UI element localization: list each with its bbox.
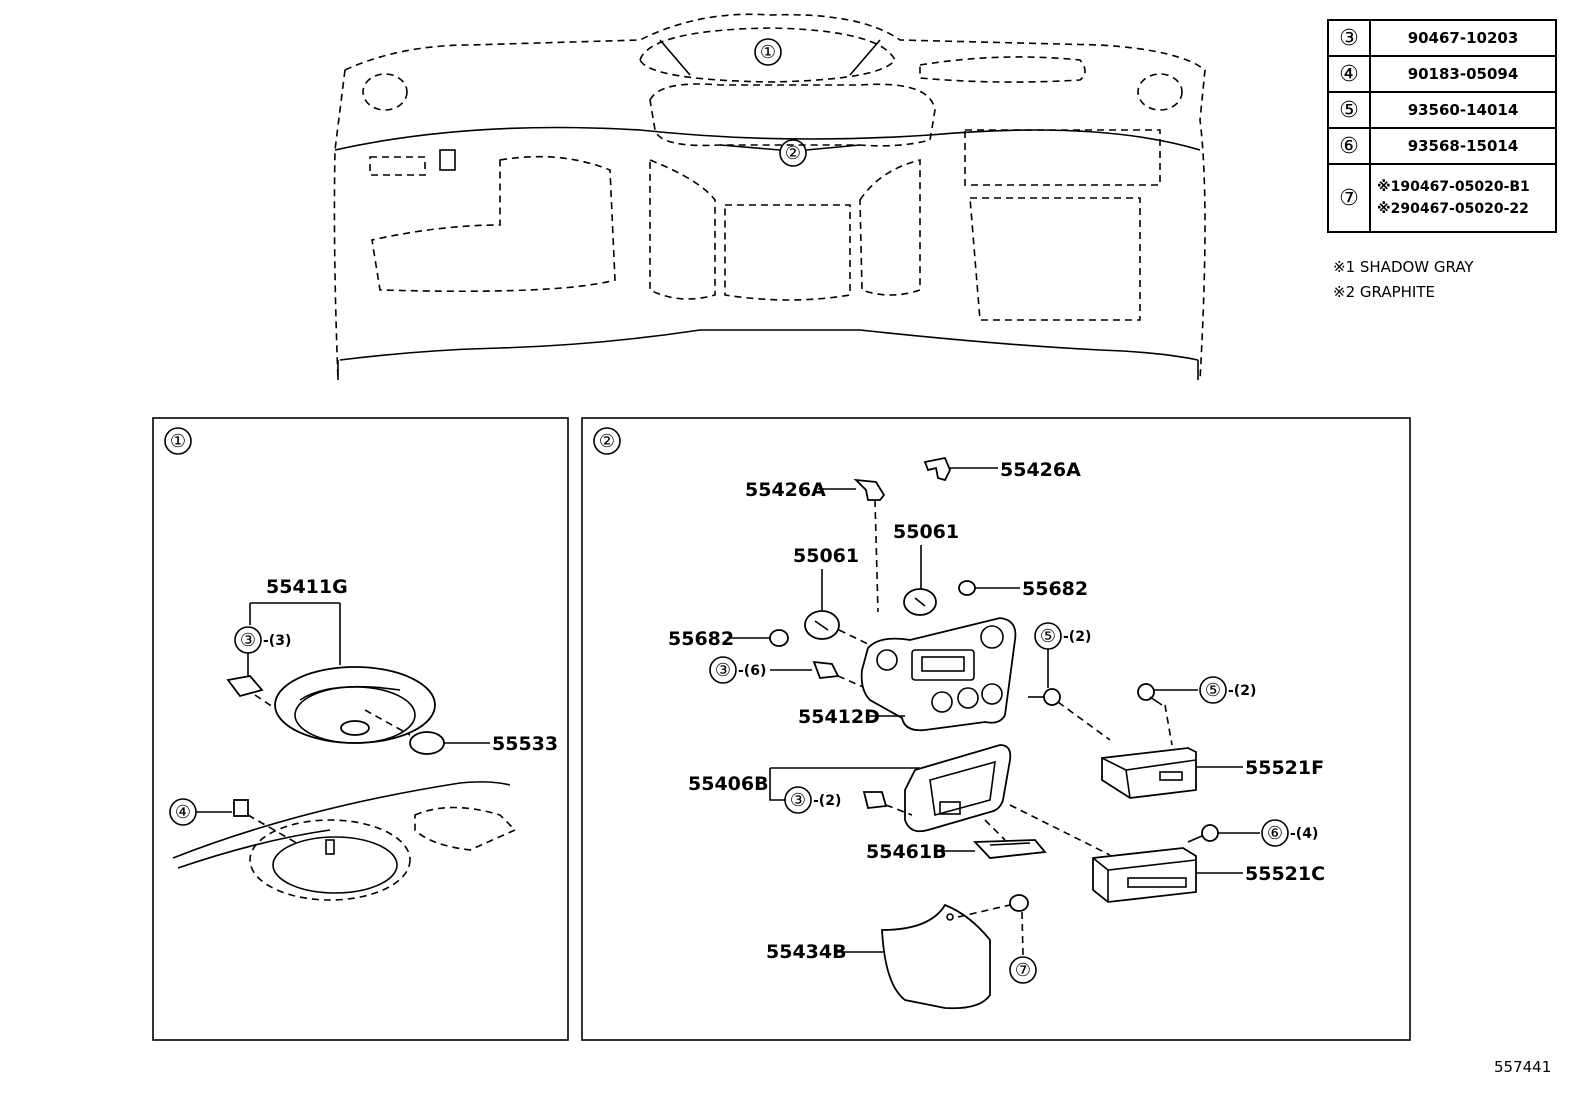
cap-55533 [409, 731, 445, 755]
table-part-number-cell: 90183-05094 [1369, 55, 1557, 93]
cover-55434B [881, 903, 991, 1010]
overview-callout-1: ① [760, 42, 776, 63]
ref-3-circle-a: ③ [715, 660, 731, 681]
bracket-55426A-right [923, 456, 951, 482]
instrument-panel-overview: ① ② [333, 13, 1206, 381]
part-label-55061-left: 55061 [793, 545, 859, 567]
table-part-number-cell: ※190467-05020-B1 ※290467-05020-22 [1369, 163, 1557, 233]
part-label-55412D: 55412D [798, 706, 880, 728]
parts-table: ③ 90467-10203 ④ 90183-05094 ⑤ 93560-1401… [1327, 19, 1557, 233]
dash-section-panel1 [172, 781, 517, 901]
bracket-55426A-left [853, 478, 886, 501]
table-ref-cell: ④ [1327, 55, 1371, 93]
ref-3-qty-b: -(2) [813, 793, 841, 809]
table-row: ⑦ ※190467-05020-B1 ※290467-05020-22 [1327, 163, 1557, 233]
ref-3-circle-panel1: ③ [240, 630, 256, 651]
screw-ref6 [1187, 824, 1219, 843]
ref-6-qty: -(4) [1290, 826, 1318, 842]
part-label-55434B: 55434B [766, 941, 847, 963]
color-legend-2: ※2 GRAPHITE [1333, 283, 1435, 301]
ref-3-circle-b: ③ [790, 790, 806, 811]
knob-55682-right [958, 580, 976, 596]
part-label-55426A-right: 55426A [1000, 459, 1081, 481]
ref-5-circle-b: ⑤ [1205, 680, 1221, 701]
table-part-number-cell: 93568-15014 [1369, 127, 1557, 165]
part-label-55411G: 55411G [266, 576, 348, 598]
ref-5-qty-a: -(2) [1063, 629, 1091, 645]
panel-2-frame [581, 417, 1411, 1041]
table-part-number-cell: 90467-10203 [1369, 19, 1557, 57]
part-label-55406B: 55406B [688, 773, 769, 795]
part-label-55521C: 55521C [1245, 863, 1325, 885]
table-row: ③ 90467-10203 [1327, 19, 1557, 57]
ref-3-qty-a: -(6) [738, 663, 766, 679]
screw-ref5-b [1137, 683, 1163, 706]
knob-55682-left [769, 629, 789, 647]
diagram-id: 557441 [1494, 1058, 1552, 1076]
part-label-55682-left: 55682 [668, 628, 734, 650]
ref-5-qty-b: -(2) [1228, 683, 1256, 699]
ref-6-circle: ⑥ [1267, 823, 1283, 844]
part-number-variant-2: ※290467-05020-22 [1377, 201, 1529, 217]
table-row: ⑥ 93568-15014 [1327, 127, 1557, 165]
part-label-55682-right: 55682 [1022, 578, 1088, 600]
panel-2: ② 55426A 55426A 55061 55682 55061 55682 … [593, 427, 1325, 1010]
meter-hood-55411G [274, 666, 436, 744]
clip-ref3-a [812, 660, 840, 679]
ref-5-circle-a: ⑤ [1040, 626, 1056, 647]
table-part-number-cell: 93560-14014 [1369, 91, 1557, 129]
heater-control-panel-55412D [860, 617, 1017, 732]
part-label-55426A-left: 55426A [745, 479, 826, 501]
clip-ref3-b [862, 791, 888, 809]
box-55521F [1101, 747, 1197, 799]
ref-4-circle-panel1: ④ [175, 802, 191, 823]
overview-callout-2: ② [785, 143, 801, 164]
part-label-55461B: 55461B [866, 841, 947, 863]
panel-1-frame [152, 417, 569, 1041]
clip-ref7 [1009, 894, 1029, 912]
pocket-55461B [972, 839, 1047, 859]
screw-ref5-a [1028, 688, 1061, 706]
table-ref-cell: ⑥ [1327, 127, 1371, 165]
part-number-variant-1: ※190467-05020-B1 [1377, 179, 1530, 195]
table-ref-cell: ⑤ [1327, 91, 1371, 129]
trim-panel-55406B [904, 744, 1012, 833]
table-ref-cell: ⑦ [1327, 163, 1371, 233]
clip-ref4 [233, 799, 249, 817]
table-ref-cell: ③ [1327, 19, 1371, 57]
ref-7-circle: ⑦ [1015, 960, 1031, 981]
panel-1: ① 55411G ③ -(3) 55533 ④ [164, 427, 558, 901]
panel-2-title: ② [599, 431, 615, 452]
table-row: ④ 90183-05094 [1327, 55, 1557, 93]
box-55521C [1092, 847, 1197, 903]
part-label-55061-right: 55061 [893, 521, 959, 543]
ref-3-qty-panel1: -(3) [263, 633, 291, 649]
panel-1-title: ① [170, 431, 186, 452]
color-legend-1: ※1 SHADOW GRAY [1333, 258, 1474, 276]
part-label-55521F: 55521F [1245, 757, 1324, 779]
clip-part-panel1 [226, 675, 286, 716]
table-row: ⑤ 93560-14014 [1327, 91, 1557, 129]
part-label-55533: 55533 [492, 733, 558, 755]
